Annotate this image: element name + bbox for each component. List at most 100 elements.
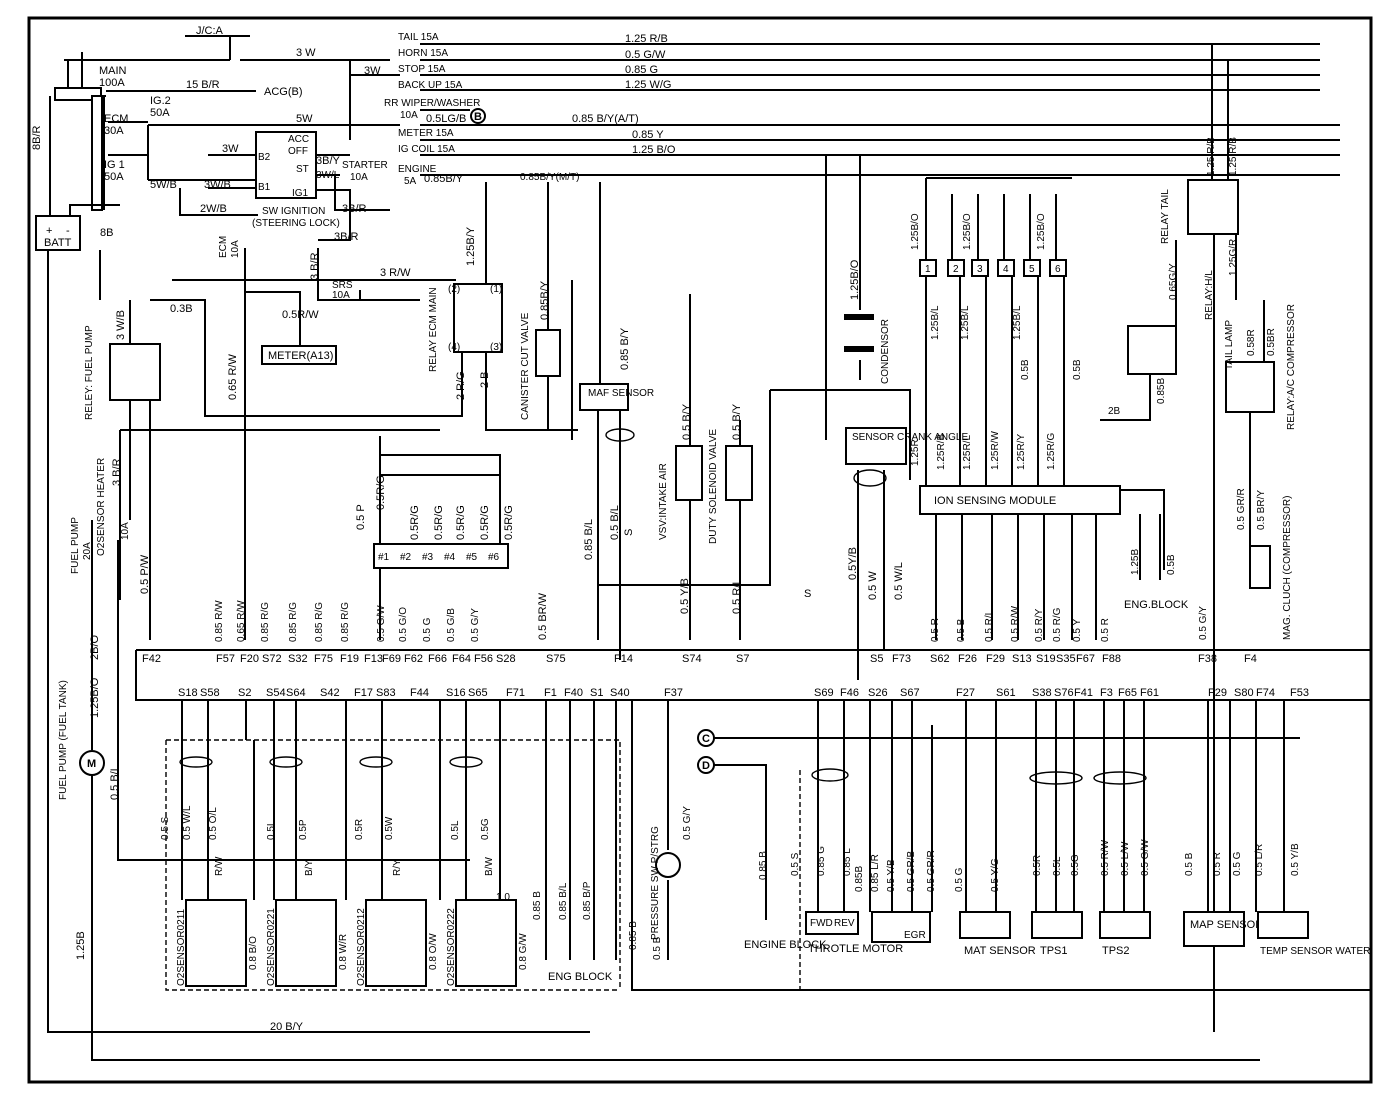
pin-S32: S32 xyxy=(288,653,308,665)
o2-sensor-3-label: O2SENSOR0212 xyxy=(356,908,367,986)
tps1-label: TPS1 xyxy=(1040,945,1068,957)
wire-lr-085l: 0.85 L xyxy=(842,848,853,876)
o2-3-shield xyxy=(359,756,393,768)
wire-03b: 0.3B xyxy=(170,303,193,315)
o2-1-shield xyxy=(179,756,213,768)
o2-wire-p-2: 0.5P xyxy=(298,819,309,840)
wire-05rg-b: 0.5R/G xyxy=(409,505,421,540)
pin-S83: S83 xyxy=(376,687,396,699)
coil-1 xyxy=(919,259,937,277)
ignition-switch-box xyxy=(255,131,317,199)
pin-F3: F3 xyxy=(1100,687,1113,699)
wire-085by: 0.85B/Y xyxy=(424,173,464,185)
tail-lamp-label: TAIL LAMP xyxy=(1224,320,1235,370)
stop-fuse-label: STOP 15A xyxy=(398,64,446,75)
o2-sensor-1-box xyxy=(185,899,247,987)
wire-2wb: 2W/B xyxy=(200,203,227,215)
pin-S54: S54 xyxy=(266,687,286,699)
coil-2 xyxy=(947,259,965,277)
tps1-shield xyxy=(1029,771,1083,785)
pin-F41: F41 xyxy=(1074,687,1093,699)
wire-lr-05r-2: 0.5 R xyxy=(1212,852,1223,876)
relay-tail-box xyxy=(1187,179,1239,235)
main-busbar xyxy=(54,87,102,101)
pin-F67: F67 xyxy=(1076,653,1095,665)
wire-s: S xyxy=(623,529,635,536)
connector-b-label: B xyxy=(474,111,482,123)
coil-2-label: 2 xyxy=(953,264,959,275)
intake-sensors: MAF SENSOR 0.85 B/Y 0.85 B/L 0.5 B/L S V… xyxy=(537,182,753,660)
batt-minus: - xyxy=(66,225,70,237)
wire-125wg: 1.25 W/G xyxy=(625,79,671,91)
pin-S13: S13 xyxy=(1012,653,1032,665)
sw-off: OFF xyxy=(288,146,308,157)
coil-4-label: 4 xyxy=(1003,264,1009,275)
o2-wire-l-4: 0.5L xyxy=(450,820,461,840)
o2-wire-w-3: 0.5W xyxy=(384,816,395,840)
wire-lr-05gw: 0.5 G/W xyxy=(1140,839,1151,876)
vsv-label: VSV:INTAKE AIR xyxy=(658,463,669,540)
wire-05rg-a: 0.5R/G xyxy=(375,475,387,510)
wire-085b: 0.85B xyxy=(1156,378,1167,404)
pin-S40: S40 xyxy=(610,687,630,699)
wire-s72: 0.85 R/G xyxy=(260,602,271,642)
wire-lr-05g-3: 0.5 G xyxy=(1232,851,1243,876)
coil-5 xyxy=(1023,259,1041,277)
wire-3br: 3B/R xyxy=(342,203,367,215)
wire-125bo-cond: 1.25B/O xyxy=(849,259,861,300)
crank-condensor: SENSOR CRANK ANGLE 0.5Y/B 0.5 W 0.5 W/L … xyxy=(598,155,968,680)
ecm-bus: F42 F57 F20 S72 S32 F75 F19 F13 F69 F62 … xyxy=(135,600,1370,701)
wire-05bry: 0.5 BR/Y xyxy=(1256,490,1267,530)
pin-S5: S5 xyxy=(870,653,883,665)
eng-block-label: ENG.BLOCK xyxy=(1124,599,1189,611)
pin-F62: F62 xyxy=(404,653,423,665)
fuel-pump-relay-box xyxy=(109,343,161,401)
wire-lr-05g-2: 0.5G xyxy=(1070,854,1081,876)
wire-f69: 0.5 G/W xyxy=(376,605,387,642)
wire-3wb-relay: 3 W/B xyxy=(115,310,127,340)
relay-hl-box xyxy=(1127,325,1177,375)
wire-lr-085g: 0.85 G xyxy=(816,846,827,876)
wire-125rg: 1.25R/G xyxy=(1046,433,1057,470)
pin-F64: F64 xyxy=(452,653,471,665)
batt-label: BATT xyxy=(44,237,72,249)
pin-F69: F69 xyxy=(382,653,401,665)
wire-lr-05yg: 0.5 Y/G xyxy=(990,858,1001,892)
pin-F61: F61 xyxy=(1140,687,1159,699)
fuel-pump-fuse-label: FUEL PUMP xyxy=(70,517,81,574)
wire-f62: 0.5 G/O xyxy=(398,607,409,642)
relay-tail-label: RELAY TAIL xyxy=(1160,189,1171,244)
pin-F29-b: F29 xyxy=(1208,687,1227,699)
eng-wire-085bp: 0.85 B/P xyxy=(582,881,593,920)
wire-lr-085lr: 0.85 L/R xyxy=(870,854,881,892)
pin-S69: S69 xyxy=(814,687,834,699)
ion-sensing-module xyxy=(919,485,1121,515)
steering-lock-label: (STEERING LOCK) xyxy=(252,218,340,229)
wire-05b-ign: 0.5B xyxy=(1020,359,1031,380)
o2-wire-g-4: 0.5G xyxy=(480,818,491,840)
wire-05rg-c: 0.5R/G xyxy=(433,505,445,540)
igcoil-fuse-label: IG COIL 15A xyxy=(398,144,455,155)
mag-clutch-label: MAG. CLUCH (COMPRESSOR) xyxy=(1282,496,1293,640)
wire-05grr: 0.5 GR/R xyxy=(1236,488,1247,530)
pin-F73: F73 xyxy=(892,653,911,665)
pin-S26: S26 xyxy=(868,687,888,699)
main-fuse-rating: 100A xyxy=(99,77,125,89)
pin-F14: F14 xyxy=(614,653,633,665)
sw-b1: B1 xyxy=(258,182,271,193)
relay-ecm-main-label: RELAY ECM MAIN xyxy=(428,287,439,372)
wire-lr-05grb: 0.5 GR/B xyxy=(906,851,917,892)
o2-wire-10: 1.0 xyxy=(496,892,510,903)
wire-lr-085b: 0.85 B xyxy=(758,851,769,880)
pin-F13: F13 xyxy=(364,653,383,665)
eng-block-ground: 0.85 B 0.85 B/L 0.85 B/P 0.85 B ENG BLOC… xyxy=(532,700,1370,991)
pin-S76: S76 xyxy=(1054,687,1074,699)
o2-wire-ry: R/Y xyxy=(392,859,403,876)
pin-F4: F4 xyxy=(1244,653,1257,665)
wire-085by-can: 0.85B/Y xyxy=(539,280,551,320)
wire-s13: 0.5 R/W xyxy=(1010,605,1021,642)
coil-4 xyxy=(997,259,1015,277)
wire-05rw: 0.5R/W xyxy=(282,309,319,321)
wire-125b-left: 1.25B xyxy=(75,931,87,960)
pin-S67: S67 xyxy=(900,687,920,699)
